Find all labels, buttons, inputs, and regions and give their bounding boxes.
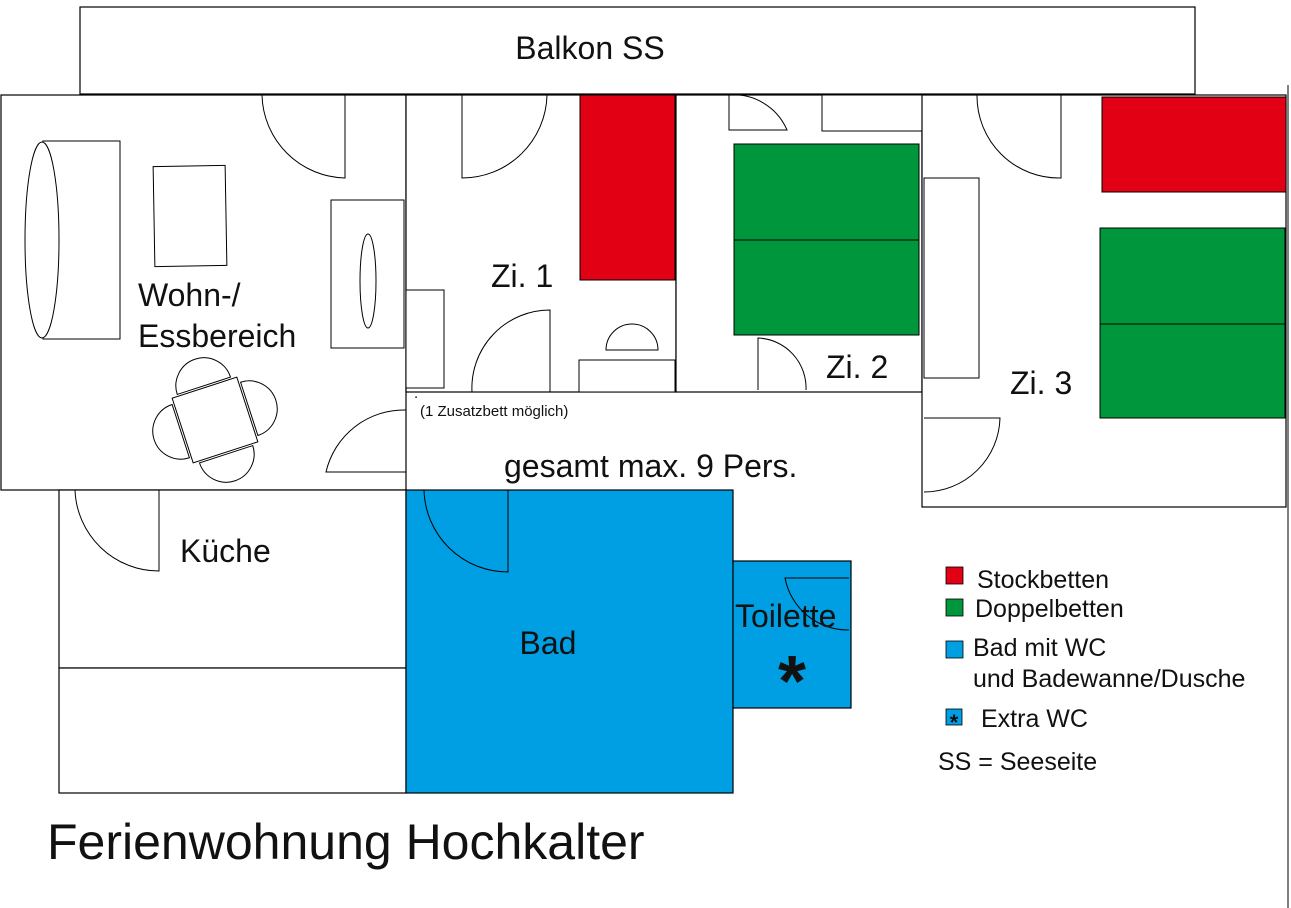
legend-ss: SS = Seeseite bbox=[938, 748, 1097, 776]
zi1-stockbett bbox=[579, 94, 676, 281]
balkon-room bbox=[79, 6, 1196, 95]
zi3-label: Zi. 3 bbox=[1010, 365, 1072, 401]
sideboard bbox=[330, 199, 405, 349]
legend-swatch-extra-wc-mark: * bbox=[950, 710, 959, 735]
door-wohn-balkon bbox=[261, 94, 346, 179]
zusatzbett-dot: . bbox=[414, 385, 418, 402]
legend: Stockbetten Doppelbetten Bad mit WC und … bbox=[938, 566, 1245, 776]
legend-doppelbetten: Doppelbetten bbox=[975, 595, 1124, 623]
door-kueche bbox=[74, 489, 160, 572]
door-zi3-balkon bbox=[976, 94, 1062, 179]
dining-table bbox=[152, 357, 278, 483]
bad-room bbox=[405, 489, 734, 794]
sofa bbox=[24, 140, 121, 340]
zi2-doppelbett-top bbox=[733, 143, 920, 241]
balkon-label: Balkon SS bbox=[515, 30, 664, 66]
zusatzbett-note: (1 Zusatzbett möglich) bbox=[420, 403, 568, 420]
zi1-zusatzbett bbox=[405, 289, 445, 389]
door-zi3-flur bbox=[923, 417, 1001, 493]
legend-swatch-doppelbetten bbox=[945, 598, 964, 617]
door-zi2-flur bbox=[757, 337, 807, 391]
page-title: Ferienwohnung Hochkalter bbox=[47, 814, 645, 870]
door-bad bbox=[423, 489, 509, 573]
door-zi1-balkon bbox=[461, 94, 548, 179]
zi1-shelf bbox=[578, 359, 676, 393]
door-zi1-flur bbox=[471, 309, 551, 393]
door-toilette bbox=[784, 577, 850, 631]
table bbox=[152, 164, 228, 268]
legend-bad-1: Bad mit WC bbox=[973, 634, 1106, 662]
legend-swatch-stockbetten bbox=[945, 566, 964, 585]
zi1-wardrobe-door bbox=[605, 323, 659, 351]
kueche-room bbox=[58, 489, 407, 669]
zi3-wardrobe bbox=[923, 177, 980, 379]
door-wohn-flur bbox=[325, 409, 407, 473]
zi2-doppelbett-bottom bbox=[733, 239, 920, 336]
legend-extra-wc: Extra WC bbox=[981, 705, 1088, 733]
zi1-label: Zi. 1 bbox=[491, 258, 553, 294]
legend-stockbetten: Stockbetten bbox=[977, 566, 1109, 594]
zi3-doppelbett-top bbox=[1099, 227, 1286, 325]
zi3-stockbett bbox=[1101, 96, 1287, 193]
kueche-label: Küche bbox=[180, 533, 271, 569]
zi2-shelf bbox=[821, 94, 923, 132]
legend-swatch-extra-wc bbox=[945, 708, 963, 726]
kueche-lower bbox=[58, 667, 407, 794]
zi2-window-door bbox=[728, 94, 788, 131]
toilette-asterisk: * bbox=[778, 642, 806, 722]
legend-bad-2: und Badewanne/Dusche bbox=[973, 665, 1245, 693]
zi2-label: Zi. 2 bbox=[826, 349, 888, 385]
toilette-room bbox=[732, 560, 852, 709]
bad-label: Bad bbox=[520, 625, 577, 661]
wohn-label-2: Essbereich bbox=[138, 318, 296, 354]
zi3-doppelbett-bottom bbox=[1099, 323, 1286, 419]
capacity-note: gesamt max. 9 Pers. bbox=[504, 448, 797, 484]
wohn-label-1: Wohn-/ bbox=[138, 277, 241, 313]
legend-swatch-bad bbox=[945, 640, 964, 659]
toilette-label: Toilette bbox=[735, 598, 836, 634]
